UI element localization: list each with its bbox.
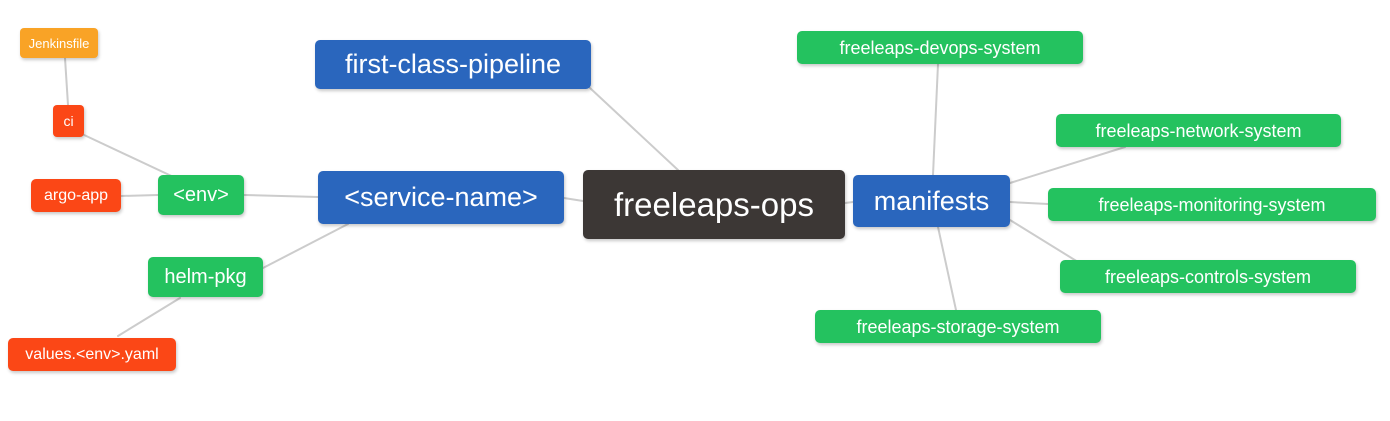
node-freeleaps-network-system[interactable]: freeleaps-network-system [1056,114,1341,147]
edge-argo-app-env [120,194,159,197]
node-values-env-yaml[interactable]: values.<env>.yaml [8,338,176,371]
node-helm-pkg[interactable]: helm-pkg [148,257,263,297]
edge-manifests-controls [1009,219,1079,263]
edge-freeleaps-ops-manifests [844,201,854,204]
edge-manifests-storage [937,226,957,311]
node-jenkinsfile[interactable]: Jenkinsfile [20,28,98,58]
edge-ci-env [81,133,181,181]
node-freeleaps-storage-system[interactable]: freeleaps-storage-system [815,310,1101,343]
node-freeleaps-devops-system[interactable]: freeleaps-devops-system [797,31,1083,64]
node-argo-app[interactable]: argo-app [31,179,121,212]
node-service-name[interactable]: <service-name> [318,171,564,224]
edge-jenkinsfile-ci [64,57,69,106]
node-freeleaps-monitoring-system[interactable]: freeleaps-monitoring-system [1048,188,1376,221]
edge-manifests-monitoring [1009,201,1049,205]
node-freeleaps-controls-system[interactable]: freeleaps-controls-system [1060,260,1356,293]
edge-env-service-name [243,194,319,198]
edge-manifests-network [1009,146,1126,184]
node-manifests[interactable]: manifests [853,175,1010,227]
node-env[interactable]: <env> [158,175,244,215]
edge-values-helm-pkg [117,297,181,337]
node-freeleaps-ops-root[interactable]: freeleaps-ops [583,170,845,239]
edge-pipeline-freeleaps-ops [589,87,679,171]
edge-manifests-devops [932,63,939,176]
node-ci[interactable]: ci [53,105,84,137]
node-first-class-pipeline[interactable]: first-class-pipeline [315,40,591,89]
edge-helm-pkg-service-name [262,223,349,269]
edge-service-name-freeleaps-ops [563,197,584,202]
